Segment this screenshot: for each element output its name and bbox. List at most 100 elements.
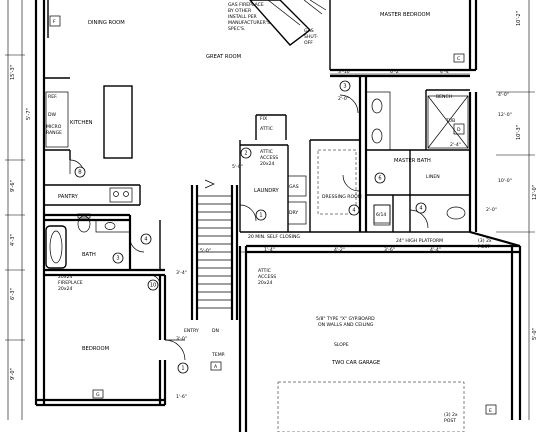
dw-note: DW: [48, 112, 57, 118]
svg-text:MANUFACTURER'S: MANUFACTURER'S: [228, 20, 270, 26]
svg-text:4'-0": 4'-0": [498, 92, 509, 98]
tag-b: B: [74, 166, 86, 178]
micro-note: MICRO: [46, 124, 62, 130]
post-note-2a: (3) 2x: [444, 412, 458, 418]
right-dimension-text: 10'-2" 12'-0" 10'-3" 5'-0": [516, 11, 538, 340]
kitchen-label: KITCHEN: [70, 120, 93, 126]
svg-text:C: C: [457, 56, 460, 62]
svg-text:20x24: 20x24: [58, 286, 72, 292]
laundry-label: LAUNDRY: [254, 188, 280, 194]
interior-walls: [44, 76, 470, 405]
svg-text:SPEC'S.: SPEC'S.: [228, 26, 245, 32]
svg-text:4'-4": 4'-4": [430, 247, 441, 253]
svg-text:10'-3": 10'-3": [516, 125, 522, 140]
svg-text:3'-0": 3'-0": [176, 336, 187, 342]
svg-text:G: G: [96, 392, 100, 398]
svg-text:INSTALL PER: INSTALL PER: [228, 14, 258, 20]
svg-text:6'-3": 6'-3": [10, 288, 16, 300]
great-room-label: GREAT ROOM: [206, 54, 241, 60]
svg-text:1: 1: [181, 366, 184, 372]
svg-text:6: 6: [378, 176, 381, 182]
tag-e: E: [485, 404, 497, 415]
temp-note: TEMP.: [211, 352, 225, 358]
tag-n6: 6: [374, 172, 386, 184]
svg-text:6'-2": 6'-2": [390, 69, 401, 75]
range-note: RANGE: [46, 130, 62, 136]
svg-text:3: 3: [116, 256, 119, 262]
svg-text:4: 4: [352, 208, 355, 214]
svg-text:GAS: GAS: [304, 28, 314, 34]
tag-n3-master: 3: [339, 80, 351, 92]
tub-note: TUB: [445, 118, 455, 124]
svg-text:1: 1: [259, 213, 262, 219]
tag-n4-closet: 4: [348, 204, 360, 216]
svg-text:SHUT-: SHUT-: [304, 34, 318, 40]
dining-room-label: DINING ROOM: [88, 20, 125, 26]
svg-text:BY OTHER: BY OTHER: [228, 8, 252, 14]
fireplace-note: 20x24 FIREPLACE 20x24: [58, 274, 83, 292]
svg-text:4: 4: [419, 206, 422, 212]
svg-text:1'-4": 1'-4": [264, 247, 275, 253]
tag-f: F: [49, 15, 61, 27]
svg-text:4'-4": 4'-4": [440, 69, 451, 75]
bath-label: BATH: [82, 252, 96, 258]
svg-text:4: 4: [144, 237, 147, 243]
svg-text:5'-0": 5'-0": [532, 328, 538, 340]
tag-g: G: [92, 389, 104, 399]
slope-note: SLOPE: [334, 342, 349, 348]
fixtures: [45, 0, 469, 269]
svg-text:OFF: OFF: [304, 40, 313, 46]
svg-text:1'-6": 1'-6": [176, 394, 187, 400]
dimension-text: 3'-10" 6'-2" 4'-4" 2'-0" 1'-4" 4'-2" 3'-…: [176, 69, 512, 400]
svg-text:12'-0": 12'-0": [498, 112, 512, 118]
linen-label: LINEN: [426, 174, 440, 180]
svg-text:B: B: [78, 170, 82, 176]
gypboard-note-2: ON WALLS AND CEILING: [318, 322, 374, 328]
svg-text:ACCESS: ACCESS: [258, 274, 276, 280]
svg-text:ATTIC: ATTIC: [260, 149, 273, 155]
svg-text:15'-3": 15'-3": [10, 65, 16, 80]
fixed-note: FIX: [260, 116, 267, 122]
svg-text:2'-0": 2'-0": [338, 96, 349, 102]
tag-n4-mbath: 4: [415, 202, 427, 214]
gas-shutoff-note: GAS SHUT- OFF: [304, 28, 318, 46]
gas-note: GAS: [289, 184, 299, 190]
svg-text:3: 3: [343, 84, 346, 90]
post-note-1b: POST: [478, 244, 490, 250]
svg-text:A: A: [214, 364, 218, 370]
svg-text:5'-7": 5'-7": [26, 108, 32, 120]
svg-text:3'-4": 3'-4": [176, 270, 187, 276]
svg-text:2: 2: [244, 151, 247, 157]
tag-n2: 2: [240, 147, 252, 159]
svg-text:ACCESS: ACCESS: [260, 155, 278, 161]
garage-label: TWO CAR GARAGE: [331, 360, 380, 366]
tag-a: A: [210, 361, 222, 371]
svg-text:9'-6": 9'-6": [10, 180, 16, 192]
post-note-2b: POST: [444, 418, 456, 424]
svg-text:10: 10: [150, 283, 156, 289]
dressing-room-label: DRESSING ROOM: [322, 194, 362, 200]
gas-fireplace-note: GAS FIREPLACE BY OTHER INSTALL PER MANUF…: [228, 2, 270, 32]
self-closing-note: 20 MIN. SELF CLOSING: [248, 234, 300, 240]
attic-note: ATTIC: [260, 126, 273, 132]
svg-text:20x24: 20x24: [258, 280, 272, 286]
svg-text:F: F: [53, 19, 56, 25]
svg-text:6/14: 6/14: [376, 212, 386, 218]
dn-note: DN: [212, 328, 219, 334]
svg-text:E: E: [489, 408, 492, 414]
garage-door-header: [277, 381, 465, 432]
attic-access-note-1: ATTIC ACCESS 20x24: [260, 149, 278, 167]
tag-c: C: [453, 53, 465, 63]
svg-text:4'-2": 4'-2": [334, 247, 345, 253]
tag-6-14: 6/14: [373, 204, 391, 224]
svg-text:3'-10": 3'-10": [338, 69, 352, 75]
svg-text:5'-0": 5'-0": [232, 164, 243, 170]
attic-access-note-2: ATTIC ACCESS 20x24: [258, 268, 276, 286]
svg-text:4'-3": 4'-3": [10, 234, 16, 246]
entry-label: ENTRY: [184, 328, 199, 334]
svg-text:2'-0": 2'-0": [486, 207, 497, 213]
svg-text:20x24: 20x24: [58, 274, 72, 280]
tag-d: D: [453, 123, 465, 135]
svg-text:ATTIC: ATTIC: [258, 268, 271, 274]
